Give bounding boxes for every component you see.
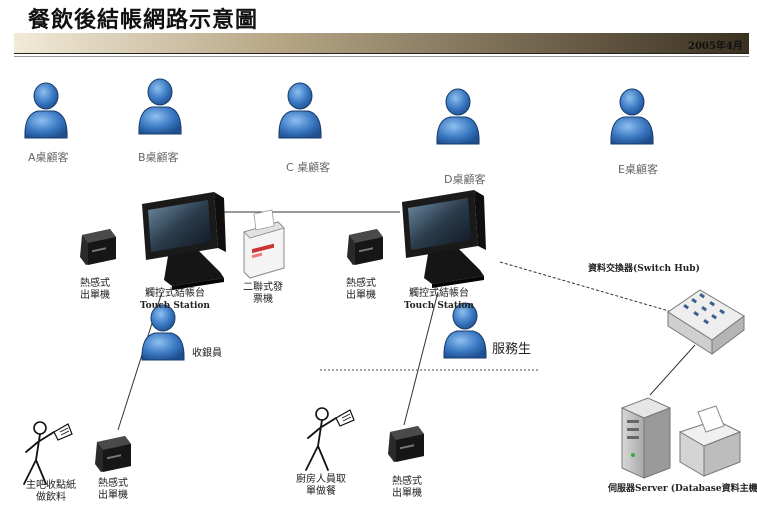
touch-station-1-icon (142, 192, 226, 290)
cashier-label: 收銀員 (192, 348, 222, 359)
customer-d-label: D桌顧客 (444, 173, 486, 186)
customer-a-icon (24, 82, 68, 139)
touch-station-2-icon (402, 190, 486, 288)
cashier-icon (141, 304, 185, 361)
touch-station-1-label: 觸控式結帳台 Touch Station (140, 288, 210, 311)
customer-c-icon (278, 82, 322, 139)
server-icon (620, 397, 672, 479)
invoice-printer-icon (243, 209, 285, 279)
waiter-label: 服務生 (492, 342, 532, 357)
switch-hub-icon (667, 289, 745, 355)
thermal-printer-3-icon (95, 436, 131, 472)
customer-c-label: C 桌顧客 (286, 161, 331, 174)
customer-d-icon (436, 88, 480, 145)
customer-e-label: E桌顧客 (618, 163, 658, 176)
kitchen-staff-icon (305, 407, 355, 471)
thermal-printer-2-label: 熱感式 出單機 (346, 278, 376, 301)
bar-staff-label: 主吧收點紙 做飲料 (26, 480, 76, 503)
title-bar (14, 33, 749, 54)
touch-station-2-label: 觸控式結帳台 Touch Station (404, 288, 474, 311)
kitchen-staff-label: 廚房人員取 單做餐 (296, 474, 346, 497)
thermal-printer-2-icon (347, 229, 383, 265)
thermal-printer-1-label: 熱感式 出單機 (80, 278, 110, 301)
server-label: 伺服器Server (Database資料主機) (608, 484, 757, 494)
date-label: 2005年4月 (688, 41, 743, 52)
link-station2-printer (403, 291, 439, 426)
switch-hub-label: 資料交換器(Switch Hub) (588, 264, 700, 274)
thermal-printer-3-label: 熱感式 出單機 (98, 478, 128, 501)
thermal-printer-4-label: 熱感式 出單機 (392, 476, 422, 499)
thermal-printer-4-icon (388, 426, 424, 462)
link-hub-server (649, 344, 696, 396)
bar-staff-icon (23, 421, 73, 485)
thermal-printer-1-icon (80, 229, 116, 265)
customer-e-icon (610, 88, 654, 145)
customer-b-label: B桌顧客 (138, 151, 179, 164)
customer-a-label: A桌顧客 (28, 151, 69, 164)
customer-b-icon (138, 78, 182, 135)
server-printer-icon (678, 405, 742, 477)
invoice-printer-label: 二聯式發 票機 (243, 282, 283, 305)
page-title: 餐飲後結帳網路示意圖 (28, 7, 259, 33)
header-rule (14, 56, 749, 57)
